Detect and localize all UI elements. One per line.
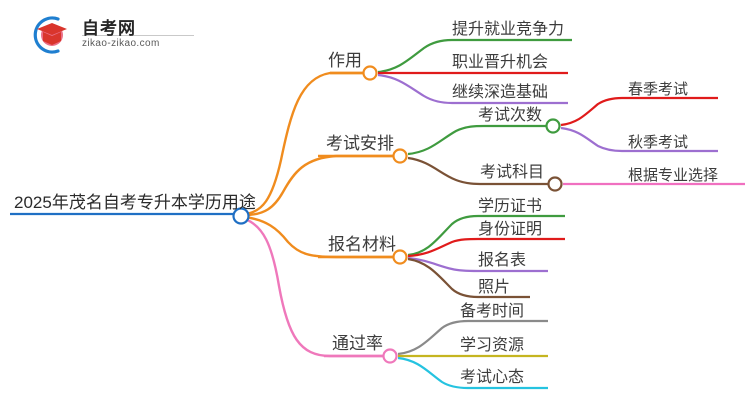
leaf-label-baomingbiao[interactable]: 报名表 <box>478 252 527 269</box>
connector-root-to-kaoshianpai <box>244 154 393 217</box>
connector-zuoyong-to-shenzao <box>377 73 568 105</box>
connector-baoming-to-xueli <box>407 214 565 257</box>
connector-kaoshianpai-to-kemu <box>407 156 548 186</box>
node-circle-kaoshikemu[interactable] <box>547 176 563 192</box>
connector-baoming-to-baomingbiao <box>407 256 548 273</box>
node-circle-root[interactable] <box>232 207 250 225</box>
node-circle-baomingcailiao[interactable] <box>392 249 408 265</box>
leaf-label-shenfenzhengming[interactable]: 身份证明 <box>478 221 543 238</box>
leaf-label-xuelizhengshu[interactable]: 学历证书 <box>478 198 543 215</box>
logo-url: zikao-zikao.com <box>82 38 160 49</box>
connector-cishu-to-chunji <box>560 96 718 127</box>
connector-cishu-to-qiuji <box>560 126 718 153</box>
connector-tongguolv-to-beikao <box>397 319 548 356</box>
branch-label-tongguolv[interactable]: 通过率 <box>332 334 383 353</box>
node-circle-kaoshicishu[interactable] <box>545 118 561 134</box>
node-circle-kaoshianpai[interactable] <box>392 148 408 164</box>
subleaf-label-qiujikaoshi[interactable]: 秋季考试 <box>628 134 689 151</box>
branch-label-zuoyong[interactable]: 作用 <box>328 51 362 70</box>
logo-divider <box>82 35 194 36</box>
graduation-cap-icon <box>33 16 67 54</box>
connector-zuoyong-to-jingzhengli <box>377 38 572 74</box>
leaf-label-kaoshixintai[interactable]: 考试心态 <box>460 369 525 386</box>
leaf-label-zhiyejinshengjihui[interactable]: 职业晋升机会 <box>452 54 549 71</box>
branch-label-kaoshianpai[interactable]: 考试安排 <box>326 134 394 153</box>
connector-baoming-to-zhaopian <box>407 257 530 299</box>
branch-label-baomingcailiao[interactable]: 报名材料 <box>328 235 396 254</box>
connector-root-to-tongguolv <box>244 217 383 358</box>
leaf-label-tishengjiuyejingzhengli[interactable]: 提升就业竞争力 <box>452 21 565 38</box>
leaf-label-zhaopian[interactable]: 照片 <box>478 279 511 296</box>
subleaf-label-genjuzhuanyexuanze[interactable]: 根据专业选择 <box>628 167 719 184</box>
node-circle-tongguolv[interactable] <box>382 348 398 364</box>
connector-baoming-to-shenfen <box>407 237 565 258</box>
leaf-label-jixushenzaojichu[interactable]: 继续深造基础 <box>452 84 549 101</box>
connector-kaoshianpai-to-cishu <box>407 124 546 156</box>
root-node-label[interactable]: 2025年茂名自考专升本学历用途 <box>14 193 256 212</box>
leaf-label-kaoshicishu[interactable]: 考试次数 <box>478 107 543 124</box>
node-circle-zuoyong[interactable] <box>362 65 378 81</box>
leaf-label-xuexiziyuan[interactable]: 学习资源 <box>460 337 525 354</box>
leaf-label-kaoshikemu[interactable]: 考试科目 <box>480 164 545 181</box>
site-logo: 自考网 zikao-zikao.com <box>28 12 198 58</box>
leaf-label-beikaoshijian[interactable]: 备考时间 <box>460 303 525 320</box>
subleaf-label-chunjikaoshi[interactable]: 春季考试 <box>628 81 689 98</box>
connector-tongguolv-to-xintai <box>397 356 548 390</box>
connector-root-to-zuoyong <box>244 71 363 216</box>
logo-name: 自考网 <box>82 19 136 38</box>
